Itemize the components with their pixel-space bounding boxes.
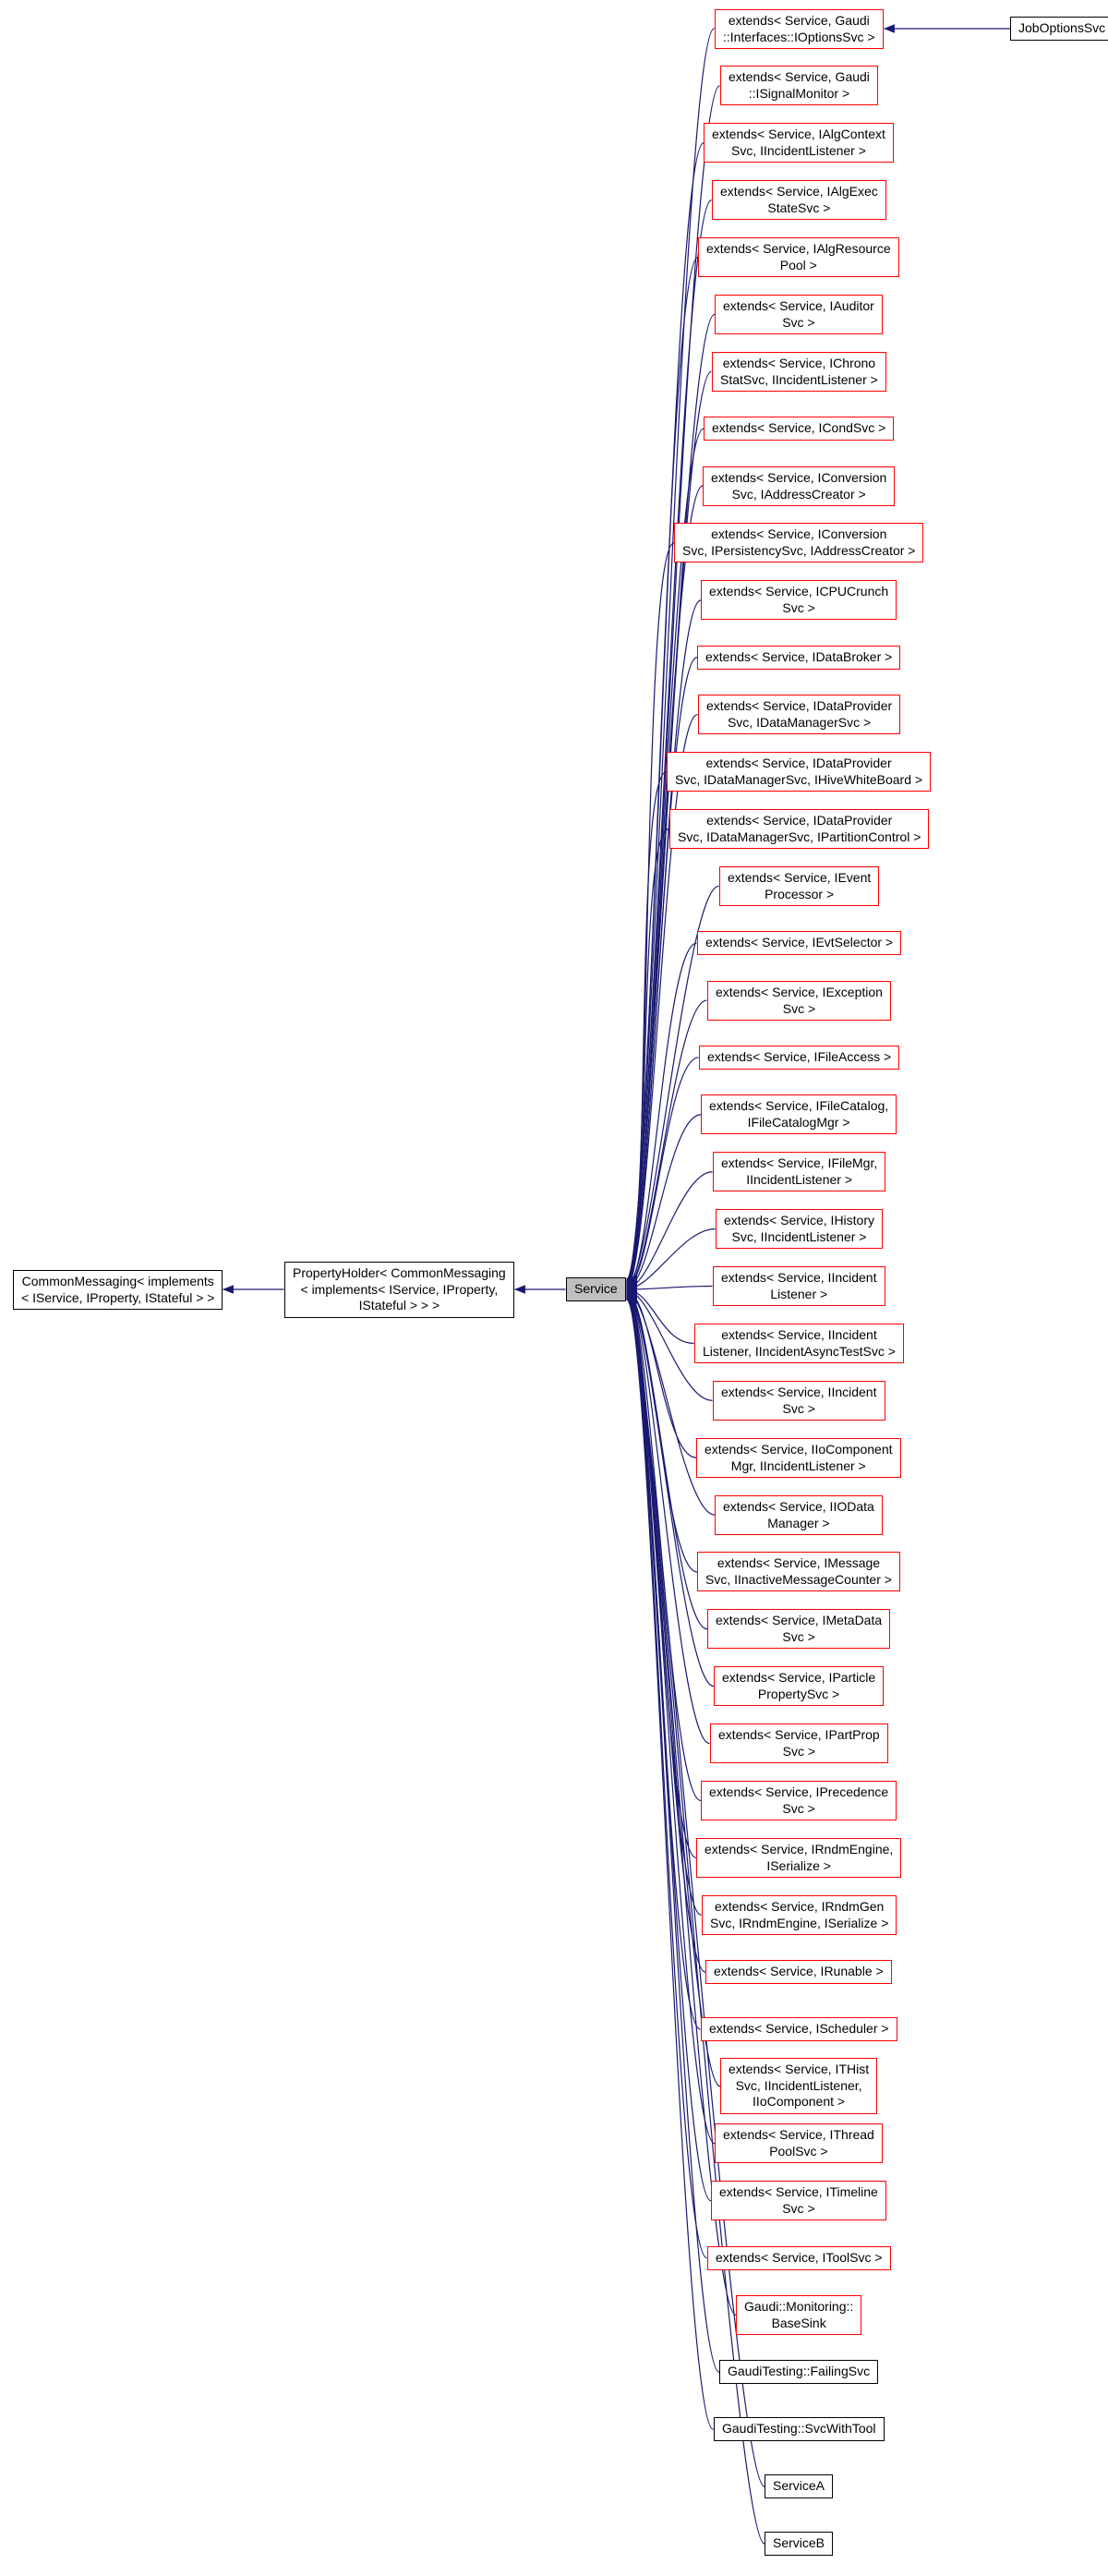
class-node[interactable]: extends< Service, IMetaData Svc > — [707, 1609, 891, 1649]
inheritance-edge — [625, 1114, 702, 1293]
class-node[interactable]: extends< Service, IConversion Svc, IAddr… — [703, 466, 896, 506]
class-node[interactable]: extends< Service, IFileAccess > — [699, 1046, 900, 1070]
inheritance-edge — [625, 1290, 706, 1973]
class-node[interactable]: extends< Service, IIncident Listener, II… — [694, 1324, 904, 1363]
inheritance-edge — [625, 599, 702, 1288]
node-service: Service — [566, 1277, 626, 1301]
node-joboptionssvc[interactable]: JobOptionsSvc — [1010, 17, 1108, 41]
class-node[interactable]: extends< Service, IIncident Svc > — [713, 1381, 885, 1421]
class-node[interactable]: extends< Service, IAlgContext Svc, IInci… — [704, 123, 894, 163]
class-node[interactable]: extends< Service, IEvtSelector > — [697, 931, 902, 955]
class-node[interactable]: extends< Service, IFileCatalog, IFileCat… — [701, 1094, 897, 1134]
class-node[interactable]: extends< Service, IPrecedence Svc > — [701, 1781, 897, 1820]
inheritance-edge — [625, 1289, 697, 1858]
inheritance-edge — [625, 1293, 707, 2259]
class-node[interactable]: ServiceB — [765, 2532, 834, 2556]
inheritance-edge — [625, 714, 698, 1289]
class-node[interactable]: extends< Service, Gaudi ::Interfaces::IO… — [715, 9, 884, 49]
class-node[interactable]: extends< Service, Gaudi ::ISignalMonitor… — [720, 66, 878, 105]
class-node[interactable]: extends< Service, IChrono StatSvc, IInci… — [712, 352, 886, 392]
class-node[interactable]: GaudiTesting::FailingSvc — [719, 2360, 879, 2384]
inheritance-edge — [625, 1286, 697, 1458]
class-node[interactable]: extends< Service, IAuditor Svc > — [715, 295, 883, 334]
class-node[interactable]: extends< Service, IToolSvc > — [707, 2246, 891, 2270]
class-node[interactable]: extends< Service, IFileMgr, IIncidentLis… — [713, 1152, 886, 1191]
class-node[interactable]: Gaudi::Monitoring:: BaseSink — [736, 2295, 862, 2335]
class-node[interactable]: extends< Service, IPartProp Svc > — [710, 1723, 888, 1763]
inheritance-edge — [625, 1285, 713, 1294]
inheritance-edge — [625, 1285, 694, 1344]
class-node[interactable]: extends< Service, IException Svc > — [707, 981, 891, 1021]
inheritance-edge — [625, 200, 712, 1285]
inheritance-edge — [625, 942, 697, 1291]
inheritance-edge — [625, 1171, 713, 1293]
inheritance-edge — [625, 313, 716, 1286]
class-node[interactable]: ServiceA — [765, 2474, 834, 2498]
class-node[interactable]: extends< Service, IDataProvider Svc, IDa… — [669, 809, 930, 849]
class-node[interactable]: extends< Service, IIncident Listener > — [713, 1266, 885, 1306]
class-node[interactable]: GaudiTesting::SvcWithTool — [714, 2417, 885, 2441]
inheritance-edge — [625, 1287, 698, 1573]
class-node[interactable]: extends< Service, ITHist Svc, IIncidentL… — [720, 2058, 878, 2114]
inheritance-edge — [625, 828, 669, 1290]
class-node[interactable]: extends< Service, IDataBroker > — [697, 646, 901, 670]
inheritance-edge — [625, 1228, 716, 1294]
class-node[interactable]: extends< Service, IRndmGen Svc, IRndmEng… — [702, 1895, 897, 1935]
inheritance-edge — [625, 1289, 702, 1916]
inheritance-edge — [625, 999, 707, 1292]
class-node[interactable]: extends< Service, IParticle PropertySvc … — [714, 1666, 885, 1706]
inheritance-edge — [625, 1291, 701, 2030]
class-node[interactable]: extends< Service, IConversion Svc, IPers… — [674, 523, 924, 562]
class-node[interactable]: extends< Service, ITimeline Svc > — [711, 2181, 886, 2220]
class-node[interactable]: extends< Service, IThread PoolSvc > — [715, 2123, 883, 2163]
class-node[interactable]: extends< Service, ICPUCrunch Svc > — [701, 580, 897, 620]
class-node[interactable]: extends< Service, IDataProvider Svc, IDa… — [667, 752, 932, 792]
inheritance-edge — [625, 1288, 702, 1802]
class-node[interactable]: extends< Service, IHistory Svc, IInciden… — [716, 1209, 884, 1249]
inheritance-edge — [625, 770, 668, 1290]
class-node[interactable]: extends< Service, IMessage Svc, IInactiv… — [697, 1552, 900, 1591]
class-node[interactable]: extends< Service, IRndmEngine, ISerializ… — [696, 1838, 902, 1878]
inheritance-edge — [625, 142, 705, 1285]
class-node[interactable]: extends< Service, IRunable > — [705, 1960, 892, 1984]
class-node[interactable]: extends< Service, IScheduler > — [701, 2017, 897, 2041]
class-node[interactable]: extends< Service, ICondSvc > — [704, 417, 895, 441]
inheritance-edge — [625, 485, 704, 1288]
class-node[interactable]: extends< Service, IIOData Manager > — [715, 1495, 883, 1535]
inheritance-edge — [625, 1292, 712, 2202]
node-commonmessaging[interactable]: CommonMessaging< implements < IService, … — [13, 1270, 223, 1310]
class-node[interactable]: extends< Service, IAlgResource Pool > — [698, 237, 899, 277]
node-propertyholder[interactable]: PropertyHolder< CommonMessaging < implem… — [284, 1262, 514, 1318]
class-node[interactable]: extends< Service, IDataProvider Svc, IDa… — [698, 695, 901, 734]
class-node[interactable]: extends< Service, IAlgExec StateSvc > — [712, 180, 886, 220]
inheritance-edge — [625, 1057, 699, 1292]
inheritance-edge — [625, 542, 675, 1288]
class-node[interactable]: extends< Service, IIoComponent Mgr, IInc… — [696, 1438, 901, 1478]
class-node[interactable]: extends< Service, IEvent Processor > — [719, 866, 880, 906]
